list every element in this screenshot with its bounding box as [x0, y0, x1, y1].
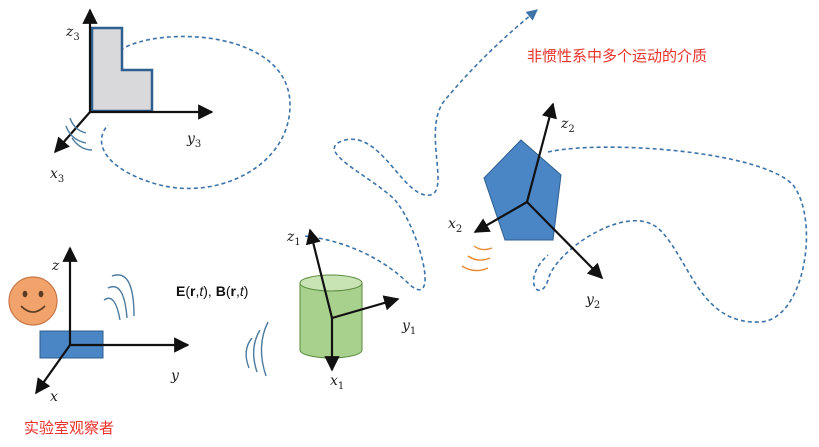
- lab-y-label: y: [170, 368, 180, 384]
- lab-observer-caption: 实验室观察者: [24, 419, 114, 437]
- frame2-z-axis: [525, 102, 557, 203]
- l-shape-medium-icon: [90, 26, 154, 113]
- noninertial-media-caption: 非惯性系中多个运动的介质: [527, 47, 707, 65]
- frame3: z3 y3 x3: [50, 8, 214, 185]
- wave-icon: [245, 321, 269, 377]
- frame2-z-label: z2: [560, 116, 575, 135]
- frame1-x-label: x1: [330, 373, 344, 392]
- frame3-x-label: x3: [50, 166, 64, 185]
- trajectory-path: [304, 9, 538, 291]
- smiley-face-icon: [8, 276, 58, 326]
- frame1-y-axis: [331, 295, 400, 320]
- lab-frame: z y x: [8, 246, 190, 405]
- frame1-z-axis: [305, 228, 334, 319]
- frame1: z1 y1 x1: [286, 228, 416, 392]
- lab-x-label: x: [50, 389, 58, 405]
- frame3-z-label: z3: [65, 24, 80, 43]
- frame2-x-label: x2: [448, 216, 462, 235]
- frame2-x-axis: [473, 201, 528, 233]
- lab-z-label: z: [51, 258, 60, 274]
- frame3-y-label: y3: [186, 131, 201, 150]
- frame2-loop-path: [532, 146, 808, 323]
- frame2-wave-icon: [461, 245, 493, 272]
- frame3-wave-icon: [65, 117, 93, 151]
- frame1-y-label: y1: [401, 318, 416, 337]
- frame2: z2 y2 x2: [448, 102, 604, 311]
- frame2-y-axis: [526, 201, 604, 280]
- field-label: E(r,t), B(r,t): [176, 283, 248, 299]
- frame3-x-axis: [53, 111, 91, 154]
- frame2-y-label: y2: [585, 292, 600, 311]
- lab-wave-icon: [103, 274, 135, 321]
- frame1-z-label: z1: [286, 229, 301, 248]
- lab-x-axis: [35, 344, 71, 395]
- frame3-loop-path: [100, 35, 291, 190]
